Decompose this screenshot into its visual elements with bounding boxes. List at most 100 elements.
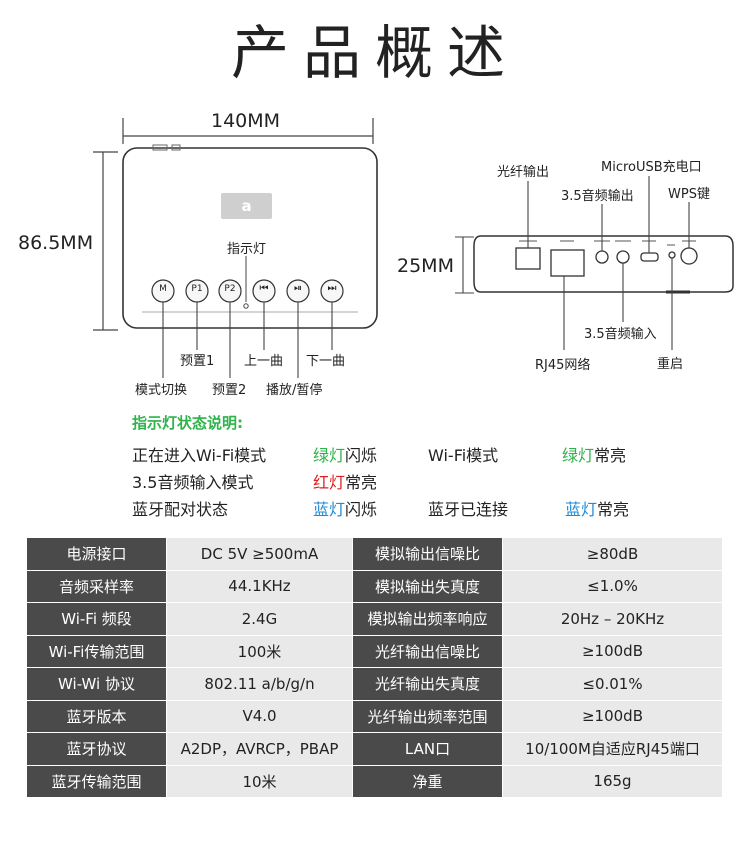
play-pause-button[interactable]: ⏯ [294,283,302,294]
callout-aux-in: 3.5音频输入 [584,327,657,342]
callout-optical-out: 光纤输出 [497,165,550,180]
height-label: 86.5MM [18,232,94,254]
spec-value: ≥80dB [502,537,723,571]
spec-value: A2DP，AVRCP，PBAP [166,732,353,766]
legend-color-word: 绿灯 [313,446,346,465]
spec-value: 802.11 a/b/g/n [166,667,353,701]
top-notch [152,144,168,151]
callout-mode: 模式切换 [135,383,188,398]
legend-action: 常亮 [345,473,378,492]
spec-key: Wi-Fi 频段 [26,602,167,636]
spec-value: 10米 [166,764,353,798]
table-row: Wi-Fi传输范围 100米 光纤输出信噪比 ≥100dB [26,634,723,668]
device-diagram [93,118,734,378]
indicator-label: 指示灯 [227,242,267,257]
table-row: 蓝牙版本 V4.0 光纤输出频率范围 ≥100dB [26,699,723,733]
micro-usb-port [640,252,659,262]
legend-state-bt-connected: 蓝牙已连接 [428,500,509,519]
legend-state-bt-pairing: 蓝牙配对状态 [132,500,229,519]
table-row: 蓝牙协议 A2DP，AVRCP，PBAP LAN口 10/100M自适应RJ45… [26,732,723,766]
legend-led-bt-connected: 蓝灯常亮 [565,496,629,520]
front-body [122,147,378,329]
spec-key: 蓝牙版本 [26,699,167,733]
callout-aux-out: 3.5音频输出 [561,189,634,204]
width-label: 140MM [211,110,281,132]
optical-port [515,247,541,270]
legend-heading: 指示灯状态说明: [132,414,243,432]
callout-prev: 上一曲 [244,354,284,369]
spec-key: 光纤输出失真度 [352,667,503,701]
table-row: Wi-Fi 频段 2.4G 模拟输出频率响应 20Hz – 20KHz [26,602,723,636]
legend-color-word: 绿灯 [562,446,595,465]
spec-value: 165g [502,764,723,798]
page-title: 产品概述 [230,19,519,87]
legend-action: 闪烁 [345,500,378,519]
spec-key: 净重 [352,764,503,798]
legend-state-wifi-entering: 正在进入Wi-Fi模式 [132,446,267,465]
aux-out-port [595,250,609,264]
spec-key: 光纤输出频率范围 [352,699,503,733]
legend-led-wifi: 绿灯常亮 [562,442,626,466]
spec-table: 电源接口 DC 5V ≥500mA 模拟输出信噪比 ≥80dB 音频采样率 44… [26,537,723,798]
legend-state-wifi: Wi-Fi模式 [428,446,499,465]
spec-value: DC 5V ≥500mA [166,537,353,571]
spec-key: 电源接口 [26,537,167,571]
legend-led-wifi-entering: 绿灯闪烁 [313,442,377,466]
table-row: 蓝牙传输范围 10米 净重 165g [26,764,723,798]
side-body [473,235,734,293]
spec-value: ≥100dB [502,699,723,733]
table-row: 电源接口 DC 5V ≥500mA 模拟输出信噪比 ≥80dB [26,537,723,571]
silkscreen-2 [560,240,574,242]
callout-preset2: 预置2 [212,383,247,398]
button-m[interactable]: M [159,284,167,294]
spec-key: Wi-Fi传输范围 [26,634,167,668]
spec-key: Wi-Wi 协议 [26,667,167,701]
spec-key: 模拟输出失真度 [352,569,503,603]
top-notch-2 [171,144,181,151]
spec-value: V4.0 [166,699,353,733]
spec-key: 光纤输出信噪比 [352,634,503,668]
spec-value: 2.4G [166,602,353,636]
legend-led-aux-in: 红灯常亮 [313,469,377,493]
spec-value: ≤1.0% [502,569,723,603]
aux-in-port [616,250,630,264]
legend-color-word: 蓝灯 [565,500,598,519]
button-p1[interactable]: P1 [191,284,203,294]
legend-state-aux-in: 3.5音频输入模式 [132,473,254,492]
table-row: 音频采样率 44.1KHz 模拟输出失真度 ≤1.0% [26,569,723,603]
next-track-button[interactable]: ⏭ [327,283,337,294]
spec-value: 10/100M自适应RJ45端口 [502,732,723,766]
legend-led-bt-pairing: 蓝灯闪烁 [313,496,377,520]
spec-value: 100米 [166,634,353,668]
wps-button-shape [680,247,698,265]
logo-plate [221,193,272,219]
reset-hole [668,251,676,259]
legend-color-word: 蓝灯 [313,500,346,519]
spec-value: 44.1KHz [166,569,353,603]
indicator-led [243,303,249,309]
callout-play-pause: 播放/暂停 [266,383,323,398]
silkscreen-4 [615,240,631,242]
legend-action: 常亮 [594,446,627,465]
callout-reset: 重启 [657,357,684,372]
legend-action: 闪烁 [345,446,378,465]
spec-key: 蓝牙协议 [26,732,167,766]
rj45-port [550,249,585,277]
legend-action: 常亮 [597,500,630,519]
logo: a [241,197,252,215]
thickness-label: 25MM [397,255,454,277]
spec-value: 20Hz – 20KHz [502,602,723,636]
spec-key: 模拟输出信噪比 [352,537,503,571]
legend-color-word: 红灯 [313,473,346,492]
callout-rj45: RJ45网络 [535,358,591,373]
spec-key: 蓝牙传输范围 [26,764,167,798]
callout-micro-usb: MicroUSB充电口 [601,160,702,175]
prev-track-button[interactable]: ⏮ [259,283,269,294]
callout-next: 下一曲 [306,354,346,369]
button-p2[interactable]: P2 [224,284,236,294]
spec-value: ≤0.01% [502,667,723,701]
spec-key: 模拟输出频率响应 [352,602,503,636]
table-row: Wi-Wi 协议 802.11 a/b/g/n 光纤输出失真度 ≤0.01% [26,667,723,701]
callout-wps: WPS键 [668,187,710,202]
spec-key: 音频采样率 [26,569,167,603]
